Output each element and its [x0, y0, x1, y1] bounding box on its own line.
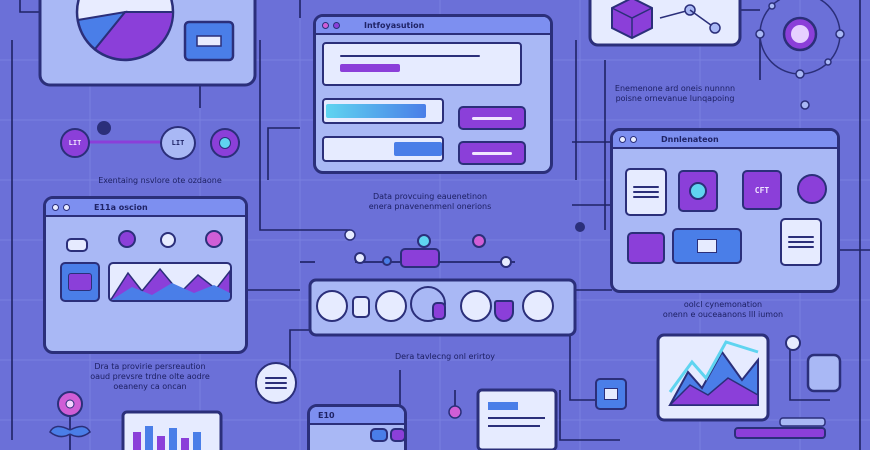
bottom-center-purple-chip[interactable] — [390, 428, 406, 442]
pin-2[interactable] — [382, 256, 392, 266]
window-dot-2[interactable] — [630, 135, 637, 143]
window-dot-1[interactable] — [619, 135, 626, 143]
doc-circle[interactable] — [255, 362, 297, 404]
caption-left-bottom: Dra ta provirie persreaution oaud prevsr… — [90, 362, 210, 391]
form-field-2-fill — [326, 104, 426, 118]
strip-node-2[interactable] — [375, 290, 407, 322]
panel-left-middle-titlebar: E11a oscion — [46, 199, 245, 217]
left-panel-chip[interactable] — [60, 262, 100, 302]
strip-node-1[interactable] — [316, 290, 348, 322]
left-panel-node-3[interactable] — [205, 230, 223, 248]
form-field-1-fill — [340, 64, 400, 72]
panel-right-middle-titlebar: Dnnlenateon — [613, 131, 837, 149]
panel-center-top-title: Intfoyasution — [364, 20, 425, 30]
panel-center-top-titlebar: Intfoyasution — [316, 17, 550, 35]
window-dot-2[interactable] — [63, 203, 70, 211]
left-panel-graph — [108, 262, 232, 302]
left-panel-node-1[interactable] — [118, 230, 136, 248]
pin-3-box[interactable] — [400, 248, 440, 268]
form-field-3[interactable] — [322, 136, 444, 162]
right-panel-cft-label: CFT — [754, 185, 770, 195]
right-nodes — [344, 100, 842, 419]
bottom-right-bars — [734, 417, 826, 439]
document-icon — [476, 388, 558, 450]
right-panel-icon-box[interactable] — [678, 170, 718, 212]
panel-left-middle-title: E11a oscion — [94, 202, 148, 212]
caption-center-mid: Data provcuing eauenetinon enera pnavene… — [368, 192, 492, 211]
caption-right-top: Enemenone ard oneis nunnnn poisne orneva… — [614, 84, 736, 103]
mountain-chart-icon — [668, 340, 759, 406]
panel-center-top-button-1[interactable] — [458, 106, 526, 130]
right-panel-purple-box[interactable] — [627, 232, 665, 264]
right-panel-blue-box[interactable] — [672, 228, 742, 264]
cube-icon — [611, 0, 653, 40]
calendar-icon — [183, 20, 235, 62]
connector-lines — [11, 0, 870, 450]
panel-bottom-center: E10 — [307, 404, 407, 450]
flower-icon — [49, 391, 91, 450]
lit-node-1[interactable]: LIT — [60, 128, 90, 158]
pie-chart-panel — [38, 0, 257, 87]
left-panel-mountain-icon — [110, 267, 230, 300]
strip-purple-chip[interactable] — [432, 302, 446, 320]
strip-node-4[interactable] — [460, 290, 492, 322]
window-dot-1[interactable] — [52, 203, 59, 211]
form-field-1-lines — [340, 52, 480, 60]
right-panel-doc-2[interactable] — [780, 218, 822, 266]
pin-4[interactable] — [472, 234, 486, 248]
lit-node-1-label: LIT — [68, 139, 82, 147]
lit-node-3[interactable] — [210, 128, 240, 158]
form-field-3-fill — [394, 142, 442, 156]
panel-bottom-center-titlebar: E10 — [310, 407, 404, 425]
panel-center-top-button-2[interactable] — [458, 141, 526, 165]
left-panel-node-2[interactable] — [160, 232, 176, 248]
panel-bottom-center-title: E10 — [318, 410, 335, 420]
caption-left-top: Exentaing nsvlore ote ozdaone — [98, 176, 222, 185]
caption-center-bottom: Dera tavlecng onl erirtoy — [394, 352, 496, 361]
panel-right-middle: Dnnlenateon — [610, 128, 840, 293]
window-dot-1[interactable] — [322, 21, 329, 29]
pin-1[interactable] — [354, 252, 366, 264]
right-panel-circle-node[interactable] — [797, 174, 827, 204]
bar-chart-card — [121, 410, 223, 450]
bottom-center-blue-chip[interactable] — [370, 428, 388, 442]
cube-card — [588, 0, 742, 47]
pie-chart-icon — [75, 0, 175, 62]
pin-5[interactable] — [500, 256, 512, 268]
left-panel-small-chip[interactable] — [66, 238, 88, 252]
mountain-chart-card — [656, 333, 770, 422]
lit-node-2[interactable]: LIT — [160, 126, 196, 160]
right-panel-doc-1[interactable] — [625, 168, 667, 216]
pin-3[interactable] — [417, 234, 431, 248]
panel-right-middle-title: Dnnlenateon — [661, 134, 719, 144]
strip-node-5[interactable] — [522, 290, 554, 322]
bar-chart-icon — [133, 426, 201, 450]
form-field-2[interactable] — [322, 98, 444, 124]
caption-right-mid: oolcl cynemonation onenn e ouceaanons ll… — [662, 300, 784, 319]
strip-flask[interactable] — [494, 300, 514, 322]
network-icon — [755, 0, 845, 79]
window-dot-2[interactable] — [333, 21, 340, 29]
strip-doc[interactable] — [352, 296, 370, 318]
lit-node-2-label: LIT — [171, 139, 185, 147]
mid-right-square-node[interactable] — [595, 378, 627, 410]
right-panel-cft-badge[interactable]: CFT — [742, 170, 782, 210]
form-field-1[interactable] — [322, 42, 522, 86]
